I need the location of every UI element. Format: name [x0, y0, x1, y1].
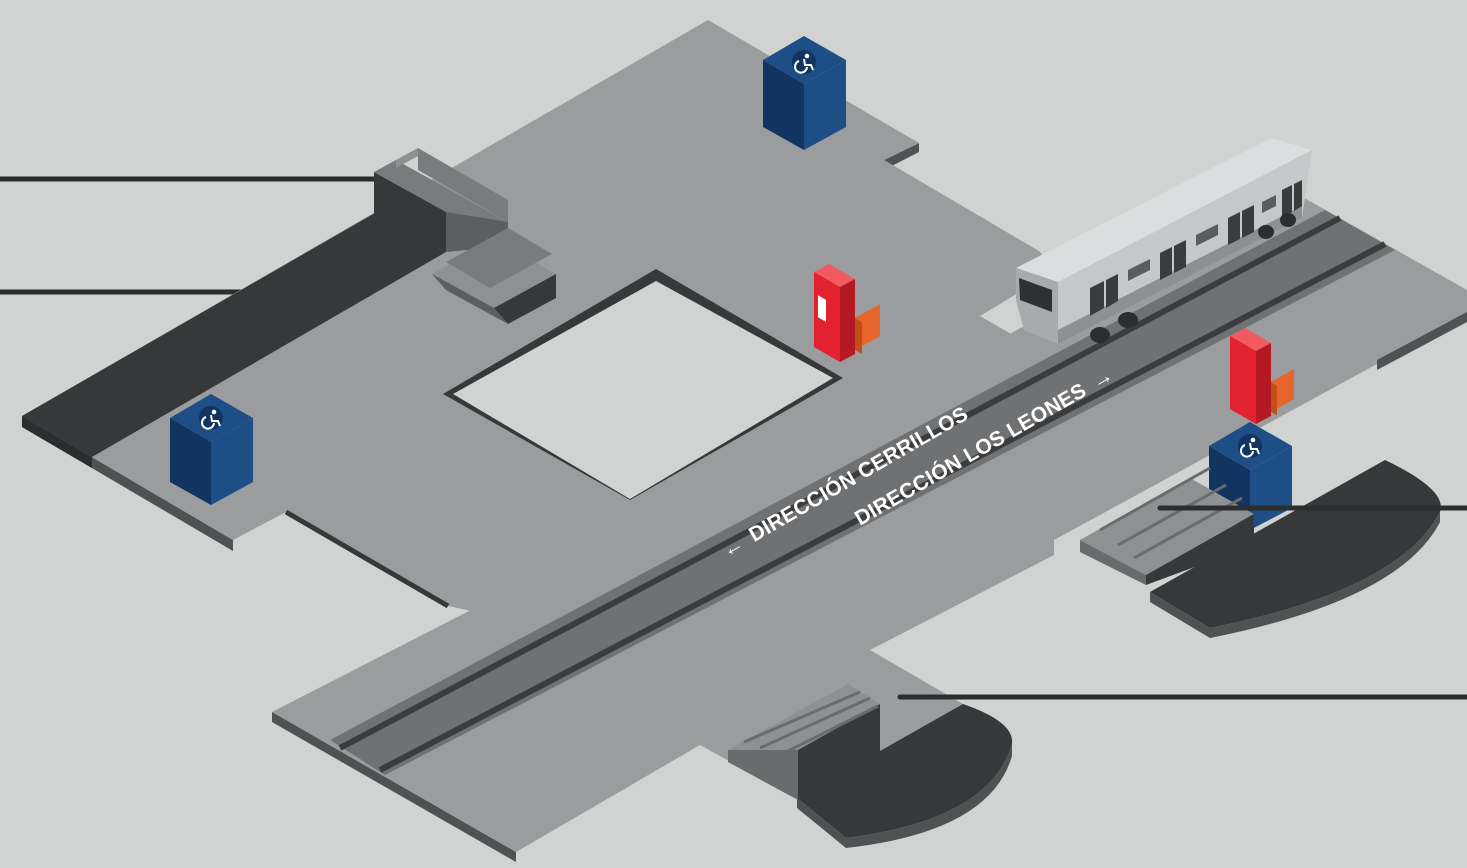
wheelchair-icon — [792, 50, 816, 74]
exit-bottom-stairs-front — [728, 750, 798, 800]
cabinet-right-front — [1230, 336, 1256, 424]
door-icon — [818, 295, 826, 322]
cabinet-center-front — [814, 272, 840, 362]
wheelchair-icon — [199, 406, 223, 430]
elevator-top[interactable] — [763, 36, 846, 150]
cabinet-center-side — [840, 279, 855, 362]
wheelchair-icon — [1238, 434, 1262, 458]
cabinet-right-side — [1256, 343, 1271, 424]
